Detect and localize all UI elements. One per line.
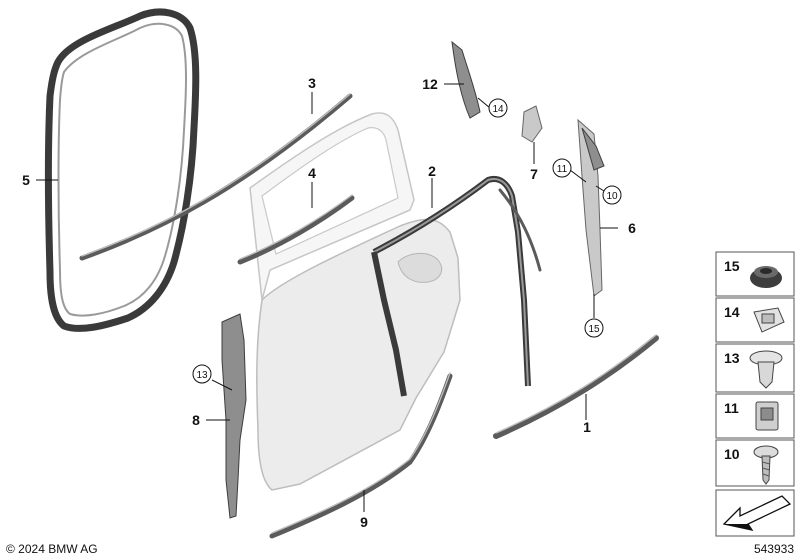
- callout-14-circle: 14: [488, 98, 508, 118]
- callout-4: 4: [308, 165, 316, 181]
- callout-12: 12: [422, 76, 438, 92]
- part-6-b-pillar-trim: [577, 118, 605, 297]
- callout-1: 1: [583, 419, 591, 435]
- callout-2: 2: [428, 163, 436, 179]
- callout-11: 11: [557, 164, 568, 175]
- callout-15-circle: 15: [584, 318, 604, 338]
- callouts: 1 2 3 4 5 6 7 8 9 12 10 11 13 14 15: [22, 75, 636, 530]
- part-3-upper-seal-strip: [79, 93, 353, 261]
- part-9-lower-seal-strip: [269, 372, 453, 539]
- callout-14: 14: [492, 104, 504, 115]
- legend-box-13: [715, 343, 795, 393]
- clip-nut-icon: [753, 307, 785, 333]
- callout-15: 15: [588, 324, 600, 335]
- callout-6: 6: [628, 220, 636, 236]
- part-7-bracket: [521, 105, 543, 143]
- door-frame: [249, 112, 415, 301]
- diagram-number: 543933: [754, 542, 794, 556]
- part-1-sill-strip: [493, 334, 659, 439]
- callout-7: 7: [530, 166, 538, 182]
- legend-label-11: 11: [724, 400, 739, 416]
- part-2-window-frame-seal: [371, 176, 542, 397]
- copyright-text: © 2024 BMW AG: [6, 542, 98, 556]
- callout-11-circle: 11: [552, 158, 572, 178]
- legend-label-13: 13: [724, 350, 740, 366]
- callout-13-circle: 13: [192, 364, 212, 384]
- part-12-pillar-trim: [451, 40, 481, 119]
- part-4-window-strip: [237, 194, 355, 265]
- callout-8: 8: [192, 412, 200, 428]
- grommet-icon: [750, 266, 782, 288]
- callout-5: 5: [22, 172, 30, 188]
- callout-10-circle: 10: [602, 185, 622, 205]
- callout-3: 3: [308, 75, 316, 91]
- callout-13: 13: [196, 370, 208, 381]
- direction-arrow-icon: [722, 495, 792, 531]
- part-5-door-seal: [45, 8, 200, 332]
- part-8-lower-pillar-trim: [221, 313, 247, 519]
- screw-icon: [753, 445, 779, 485]
- clip-icon: [755, 401, 779, 431]
- push-rivet-icon: [749, 350, 783, 389]
- door-panel: [256, 218, 461, 491]
- legend-box-11: [715, 393, 795, 439]
- leader-lines: [36, 83, 618, 512]
- legend-box-14: [715, 297, 795, 343]
- legend-label-14: 14: [724, 304, 740, 320]
- legend-box-10: [715, 439, 795, 487]
- parts-legend: 15 14 13 11 10: [715, 251, 795, 537]
- legend-label-10: 10: [724, 446, 740, 462]
- callout-10: 10: [606, 191, 618, 202]
- legend-label-15: 15: [724, 258, 740, 274]
- callout-9: 9: [360, 514, 368, 530]
